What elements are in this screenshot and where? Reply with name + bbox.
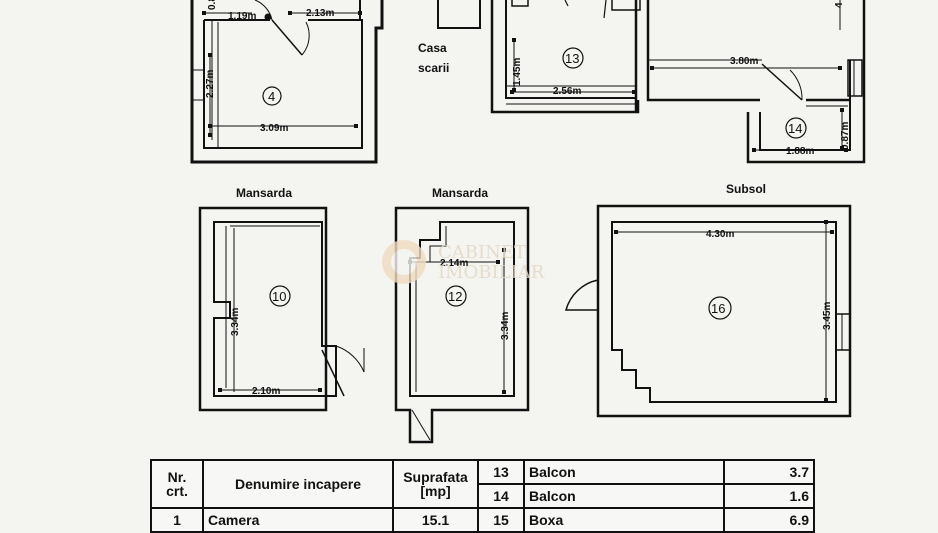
svg-text:CABINET: CABINET: [438, 242, 526, 263]
room-4-dim-left-top: 1.19m: [228, 11, 256, 22]
table-row-13-area: 3.7: [723, 459, 815, 485]
room-16-plan: [565, 204, 852, 418]
room-12-number: 12: [448, 289, 462, 304]
table-row-15-name: Boxa: [523, 507, 725, 533]
table-row-15-nr: 15: [477, 507, 525, 533]
room-4-dim-side-small: 0.8: [207, 0, 218, 10]
table-row: 14 Balcon 1.6: [151, 483, 815, 509]
room-4-dim-left: 2.27m: [205, 70, 216, 98]
header-nr-crt: Nr. crt.: [150, 459, 204, 509]
header-suprafata: Suprafata [mp]: [392, 459, 479, 509]
right-rooms-plan: [646, 0, 866, 164]
staircase-label-line1: Casa: [418, 41, 447, 55]
subsol-title: Subsol: [726, 182, 766, 196]
table-row-13-nr: 13: [477, 459, 525, 485]
room-13-number: 13: [565, 51, 579, 66]
table-row-13-name: Balcon: [523, 459, 725, 485]
table-header-row: Nr. crt. Denumire incapere Suprafata [mp…: [150, 459, 815, 509]
table-row: 1 Camera 15.1 15 Boxa 6.9: [150, 507, 815, 533]
room-13-plan: [490, 0, 641, 114]
watermark-logo: CABINET IMOBILIAR: [382, 240, 545, 284]
room-10-plan: [198, 206, 365, 412]
room-16-dim-top: 4.30m: [706, 229, 734, 240]
room-12-dim-top: 2.14m: [440, 258, 468, 269]
table-row-15-area: 6.9: [723, 507, 815, 533]
table-row-14-area: 1.6: [723, 483, 815, 509]
table-row-14-nr: 14: [477, 483, 525, 509]
table-row-1-area: 15.1: [392, 507, 479, 533]
room-4-plan: [190, 0, 384, 164]
right-room-dim-width: 3.80m: [730, 56, 758, 67]
room-16-number: 16: [711, 301, 725, 316]
svg-text:IMOBILIAR: IMOBILIAR: [438, 262, 545, 283]
room-4-number: 4: [268, 89, 275, 104]
table-row-14-name: Balcon: [523, 483, 725, 509]
room-10-dim-side: 3.34m: [230, 308, 241, 336]
room-10-dim-bottom: 2.10m: [252, 386, 280, 397]
table-row-1-name: Camera: [202, 507, 394, 533]
header-denumire: Denumire incapere: [202, 459, 394, 509]
staircase-plan: [437, 0, 481, 29]
room-12-dim-side: 3.34m: [500, 312, 511, 340]
staircase-label-line2: scarii: [418, 61, 449, 75]
room-4-dim-top: 2.13m: [306, 8, 334, 19]
room-14-number: 14: [788, 121, 802, 136]
room-10-number: 10: [272, 289, 286, 304]
room-4-dim-bottom: 3.09m: [260, 123, 288, 134]
room-14-dim-bottom: 1.88m: [786, 146, 814, 157]
right-room-dim-side: 4: [834, 2, 845, 8]
mansarda-left-title: Mansarda: [236, 186, 292, 200]
room-14-dim-right: 0.87m: [840, 122, 851, 150]
mansarda-right-title: Mansarda: [432, 186, 488, 200]
room-16-dim-side: 3.45m: [822, 302, 833, 330]
room-13-dim-left: 1.45m: [512, 58, 523, 86]
room-13-dim-bottom: 2.56m: [553, 86, 581, 97]
rooms-table: Nr. crt. Denumire incapere Suprafata [mp…: [150, 459, 815, 533]
table-row-1-nr: 1: [150, 507, 204, 533]
